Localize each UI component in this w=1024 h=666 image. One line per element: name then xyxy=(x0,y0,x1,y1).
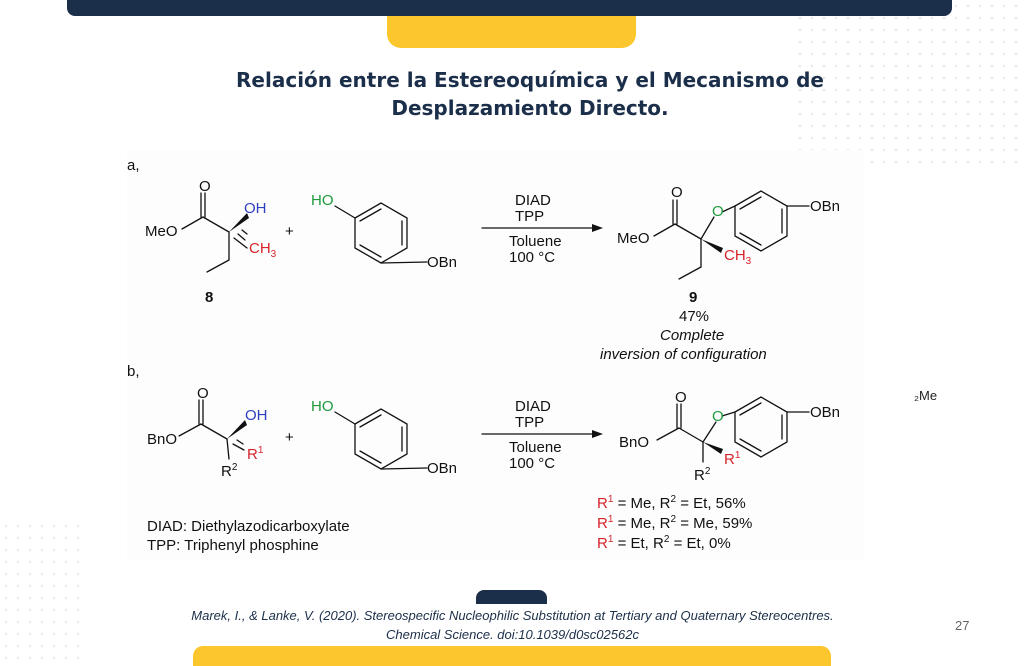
ester-label: MeO xyxy=(145,223,178,240)
ester-label-b: BnO xyxy=(147,431,177,448)
result-row: R1 = Et, R2 = Et, 0% xyxy=(597,534,731,552)
title-line-2: Desplazamiento Directo. xyxy=(391,96,669,120)
note-complete: Complete xyxy=(660,327,724,344)
wedge-bond-product-b xyxy=(703,442,723,454)
result-row: R1 = Me, R2 = Me, 59% xyxy=(597,514,752,532)
plus-sign-a: + xyxy=(285,223,294,240)
product-obn-label: OBn xyxy=(810,198,840,215)
hydroxyl-label: OH xyxy=(244,200,267,217)
legend-diad: DIAD: Diethylazodicarboxylate xyxy=(147,518,350,535)
scheme-a-label: a, xyxy=(127,157,140,174)
wedge-bond-product-a xyxy=(701,239,723,253)
arrowhead-b xyxy=(592,430,603,438)
title-line-1: Relación entre la Estereoquímica y el Me… xyxy=(236,68,824,92)
product-obn-label-b: OBn xyxy=(810,404,840,421)
yield-label: 47% xyxy=(679,308,709,325)
reagent-tpp-a: TPP xyxy=(515,208,544,225)
solvent-a: Toluene xyxy=(509,233,562,250)
product-ether-o-label: O xyxy=(712,203,724,220)
methyl-label: CH3 xyxy=(249,240,277,260)
phenol-hydroxyl-label-b: HO xyxy=(311,398,334,415)
product-r1-label: R1 xyxy=(724,450,741,468)
footer-bar xyxy=(193,646,831,666)
dot-pattern-decoration xyxy=(794,0,1024,170)
note-inversion: inversion of configuration xyxy=(600,346,767,363)
r1-label: R1 xyxy=(247,445,264,463)
phenol-obn-label-b: OBn xyxy=(427,460,457,477)
reaction-scheme: a, O MeO OH CH3 8 + HO OBn DIAD TPP Tolu… xyxy=(127,157,840,554)
compound-8-label: 8 xyxy=(205,289,213,306)
product-ester-label: MeO xyxy=(617,230,650,247)
scheme-a-bonds xyxy=(181,190,810,280)
temperature-a: 100 °C xyxy=(509,249,555,266)
r2-label: R2 xyxy=(221,462,238,480)
dot-pattern-decoration-left xyxy=(0,520,80,662)
header-bar xyxy=(67,0,952,16)
footer-tab xyxy=(476,590,547,604)
phenol-obn-label: OBn xyxy=(427,254,457,271)
product-ether-o-label-b: O xyxy=(712,408,724,425)
plus-sign-b: + xyxy=(285,429,294,446)
wedge-bond-b xyxy=(227,420,247,439)
citation-line-2: Chemical Science. doi:10.1039/d0sc02562c xyxy=(386,627,639,642)
wedge-bond-a xyxy=(229,213,249,232)
scheme-b-bonds xyxy=(178,396,810,470)
page-number: 27 xyxy=(955,618,970,633)
temperature-b: 100 °C xyxy=(509,455,555,472)
slide-title: Relación entre la Estereoquímica y el Me… xyxy=(200,66,860,122)
solvent-b: Toluene xyxy=(509,439,562,456)
phenol-hydroxyl-label: HO xyxy=(311,192,334,209)
hydroxyl-label-b: OH xyxy=(245,407,268,424)
cut-off-text-fragment: ₂Me xyxy=(914,388,938,403)
citation-line-1: Marek, I., & Lanke, V. (2020). Stereospe… xyxy=(191,608,834,623)
result-row: R1 = Me, R2 = Et, 56% xyxy=(597,494,746,512)
reagent-diad-a: DIAD xyxy=(515,192,551,209)
header-tab xyxy=(387,16,636,48)
product-ester-label-b: BnO xyxy=(619,434,649,451)
scheme-b-label: b, xyxy=(127,363,140,380)
legend-tpp: TPP: Triphenyl phosphine xyxy=(147,537,319,554)
figure-panel xyxy=(127,150,864,560)
product-methyl-label: CH3 xyxy=(724,247,752,267)
citation: Marek, I., & Lanke, V. (2020). Stereospe… xyxy=(140,606,885,644)
carbonyl-o-label-b: O xyxy=(197,385,209,402)
carbonyl-o-label: O xyxy=(199,178,211,195)
reagent-diad-b: DIAD xyxy=(515,398,551,415)
arrowhead-a xyxy=(592,224,603,232)
compound-9-label: 9 xyxy=(689,289,697,306)
reagent-tpp-b: TPP xyxy=(515,414,544,431)
product-carbonyl-o-label: O xyxy=(671,184,683,201)
product-r2-label: R2 xyxy=(694,466,711,484)
product-carbonyl-o-label-b: O xyxy=(675,389,687,406)
